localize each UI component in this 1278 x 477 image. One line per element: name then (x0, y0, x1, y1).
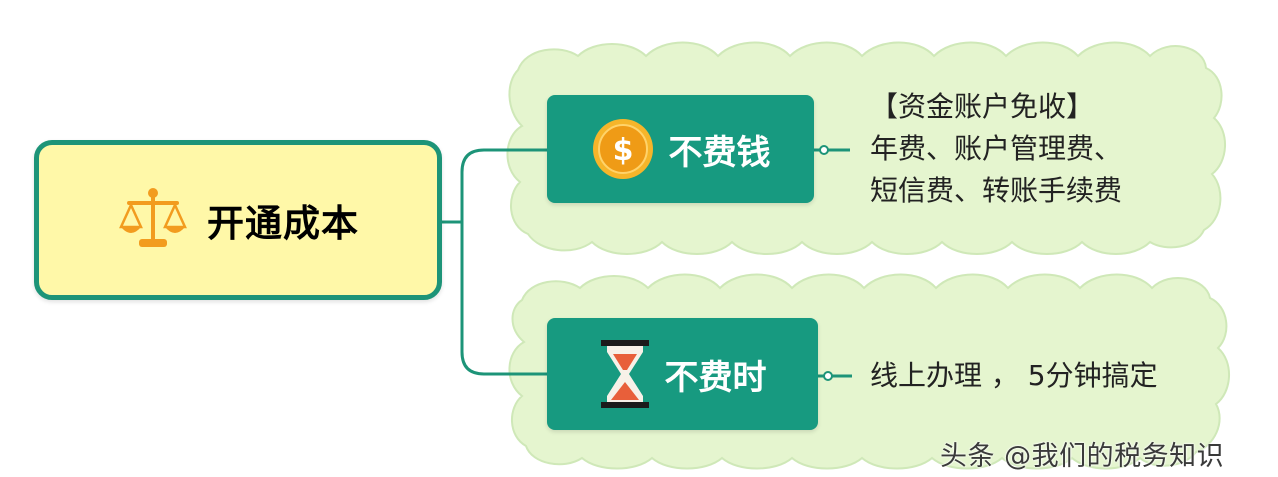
note-connector-dot (819, 145, 829, 155)
connector-branch-top (460, 148, 547, 222)
svg-text:$: $ (612, 133, 633, 168)
topic-label: 不费时 (664, 357, 767, 398)
root-node[interactable]: 开通成本 (34, 140, 442, 300)
note-time-free: 线上办理 ， 5分钟搞定 (870, 359, 1158, 392)
topic-label: 不费钱 (668, 132, 771, 173)
scales-icon (117, 185, 189, 255)
topic-node-cost-free[interactable]: $ 不费钱 (547, 95, 814, 203)
dollar-coin-icon: $ (591, 117, 655, 181)
root-title: 开通成本 (207, 202, 359, 245)
hourglass-icon (599, 338, 651, 410)
topic-node-time-free[interactable]: 不费时 (547, 318, 818, 430)
note-cost-free: 【资金账户免收】 年费、账户管理费、 短信费、转账手续费 (870, 90, 1123, 207)
note-connector-dot (823, 371, 833, 381)
watermark: 头条 @我们的税务知识 (940, 441, 1225, 472)
connector-branch-bottom (460, 222, 547, 376)
